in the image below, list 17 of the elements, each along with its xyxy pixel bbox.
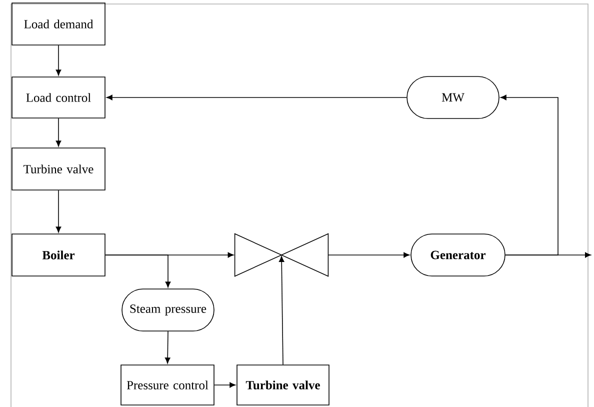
arrow [56, 45, 62, 76]
arrow [164, 331, 170, 364]
arrow [500, 94, 558, 256]
process-box: Turbine valve [12, 148, 106, 190]
arrow [278, 256, 284, 365]
process-box: Load control [12, 76, 106, 118]
process-box: Turbine valve [236, 364, 330, 406]
arrow [56, 190, 62, 233]
arrow [214, 382, 236, 388]
arrow [56, 118, 62, 147]
arrow [106, 94, 407, 100]
process-box: Boiler [12, 234, 106, 276]
process-box: Load demand [12, 2, 106, 46]
arrow [105, 254, 171, 288]
valve-symbol [234, 233, 329, 277]
process-box: Pressure control [120, 364, 214, 406]
arrow [328, 252, 410, 258]
